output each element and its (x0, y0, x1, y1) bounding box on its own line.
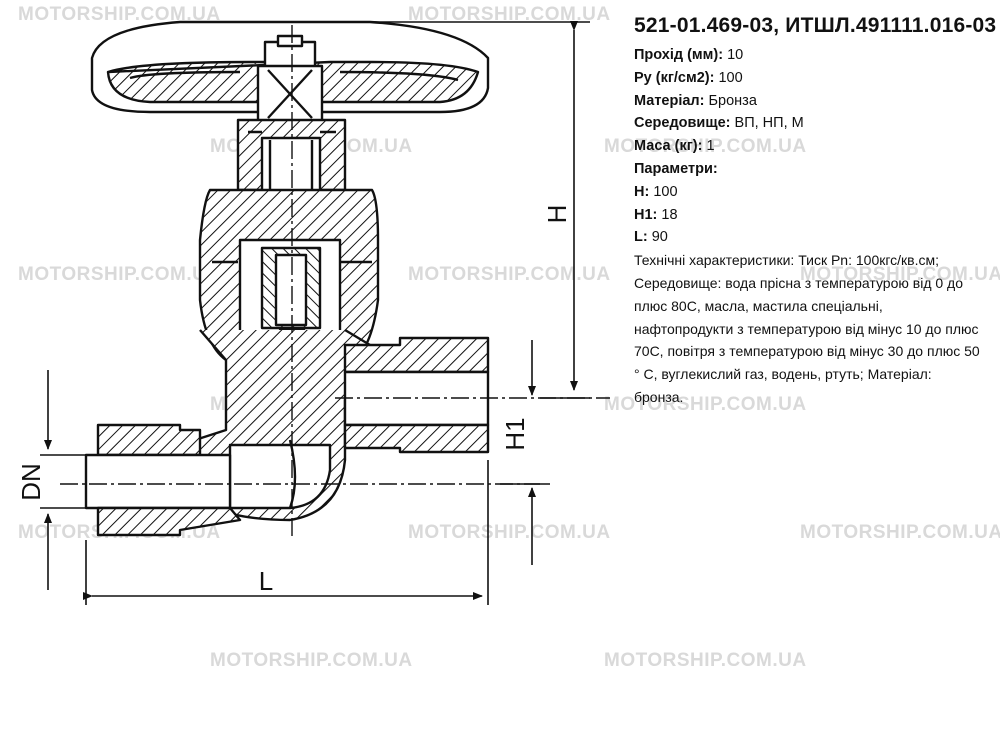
technical-description: Технічні характеристики: Тиск Pn: 100кгс… (634, 252, 980, 405)
spec-label: Прохід (мм) (634, 47, 719, 63)
watermark: MOTORSHIP.COM.UA (604, 650, 807, 671)
spec-label: Матеріал (634, 92, 700, 109)
spec-row: Прохід (мм): 10 (634, 47, 744, 63)
spec-row: Середовище: ВП, НП, М (634, 115, 804, 132)
param-value: 18 (661, 206, 678, 223)
inlet-nozzle (84, 423, 242, 537)
param-label: H1 (634, 206, 653, 223)
param-value: 100 (653, 183, 678, 200)
product-title: 521-01.469-03, ИТШЛ.491111.016-03 (634, 14, 997, 37)
spec-value: Бронза (708, 92, 757, 109)
dimension-l: L (259, 566, 273, 596)
dimension-dn: DN (16, 463, 46, 501)
spec-row: Матеріал: Бронза (634, 92, 757, 109)
spec-label: Маса (кг) (634, 138, 698, 155)
outlet-nozzle (343, 336, 490, 454)
spec-value: 10 (727, 47, 744, 63)
valve-drawing: H H1 DN L (16, 20, 610, 605)
param-value: 90 (651, 229, 668, 246)
dimension-h1: H1 (500, 417, 530, 450)
spec-panel: 521-01.469-03, ИТШЛ.491111.016-03 Прохід… (634, 14, 997, 409)
params-heading: Параметри: (634, 160, 718, 177)
param-label: L (634, 229, 643, 246)
spec-row: Ру (кг/см2): 100 (634, 69, 743, 86)
spec-label: Ру (кг/см2) (634, 69, 710, 86)
param-row: H: 100 (634, 183, 678, 200)
spec-row: Маса (кг): 1 (634, 138, 715, 155)
spec-label: Середовище (634, 115, 726, 132)
spec-value: 1 (706, 138, 715, 155)
param-row: L: 90 (634, 229, 668, 246)
dimension-h: H (542, 205, 572, 224)
watermark: MOTORSHIP.COM.UA (800, 522, 1000, 543)
stem-nut (256, 34, 324, 124)
param-row: H1: 18 (634, 206, 678, 223)
spec-value: ВП, НП, М (734, 115, 804, 132)
param-label: H (634, 183, 645, 200)
spec-value: 100 (718, 69, 743, 86)
